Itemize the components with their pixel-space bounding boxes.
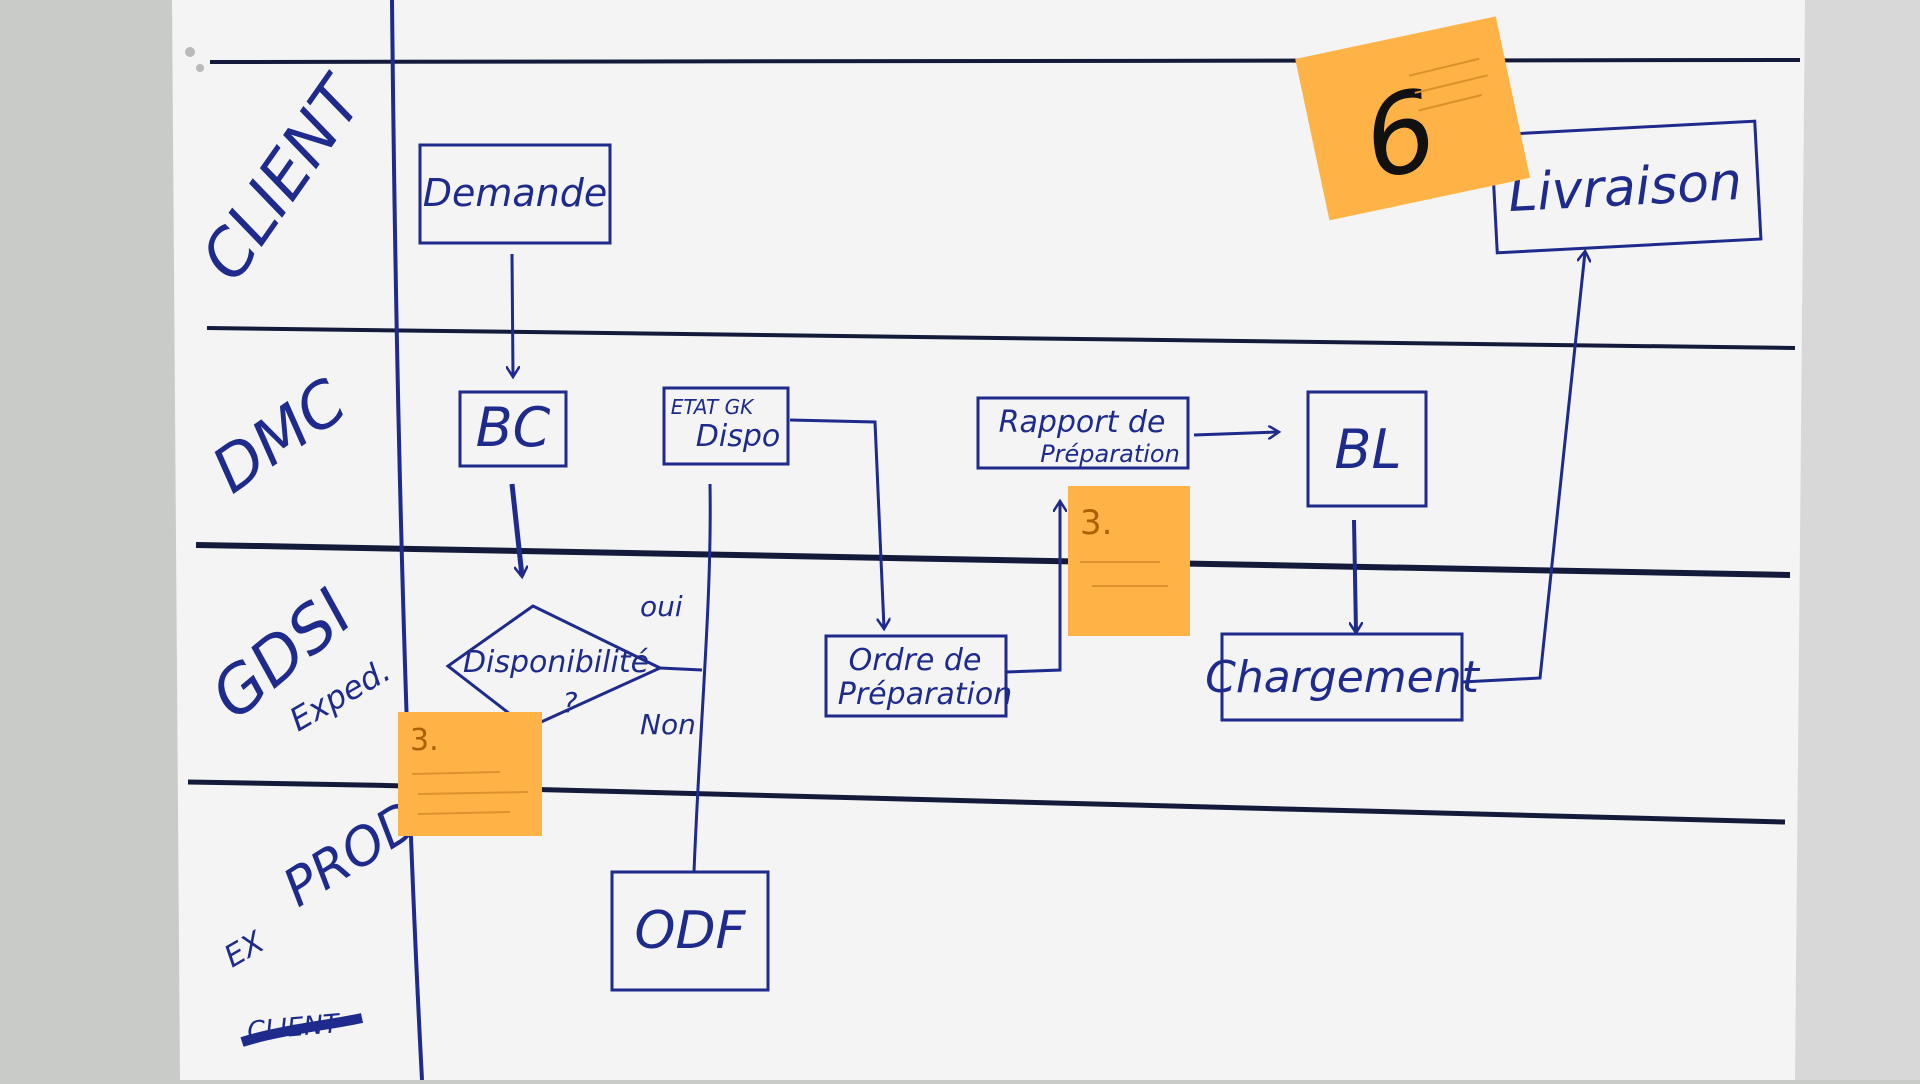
box-odf xyxy=(610,870,770,992)
box-bc-label: BC xyxy=(476,396,551,459)
decision-label-1: Disponibilité xyxy=(463,645,649,680)
box-etat-label-2: Dispo xyxy=(696,419,780,454)
sticky-left-scribble xyxy=(411,771,501,775)
box-etat-dispo xyxy=(662,386,790,466)
box-rapport-preparation xyxy=(976,396,1190,470)
arrow-rapport-bl xyxy=(1193,432,1278,435)
arrow-etat-ordre xyxy=(789,418,884,628)
box-livraison xyxy=(1489,119,1763,255)
box-ordre-label-1: Ordre de xyxy=(849,643,982,678)
box-bl-label: BL xyxy=(1334,418,1401,481)
cross-out-scribble xyxy=(240,1013,364,1047)
header-column-line xyxy=(390,0,424,1081)
decision-label-2: ? xyxy=(563,686,578,719)
lane-line xyxy=(195,542,1791,578)
branch-non-label: Non xyxy=(640,708,696,741)
box-demande-label: Demande xyxy=(423,171,608,215)
arrow-ordre-rapport xyxy=(1005,502,1060,674)
box-odf-label: ODF xyxy=(635,901,747,961)
box-ordre-label-2: Préparation xyxy=(838,677,1013,712)
box-livraison-label: Livraison xyxy=(1507,152,1744,224)
wall-right xyxy=(1780,0,1920,1080)
box-chargement xyxy=(1220,632,1464,722)
sticky-top: 6 xyxy=(1295,16,1531,221)
sticky-left: 3. xyxy=(398,712,542,836)
sticky-middle-number: 3. xyxy=(1080,503,1112,543)
connector-decision-branch xyxy=(659,666,703,672)
box-etat-label-1: ETAT GK xyxy=(671,395,755,419)
arrow-bc-disponibilite xyxy=(509,483,522,576)
box-demande xyxy=(418,143,612,245)
arrow-bl-chargement xyxy=(1354,519,1356,632)
punch-hole xyxy=(196,64,204,72)
lane-line xyxy=(209,58,1801,64)
box-rapport-label-1: Rapport de xyxy=(999,405,1166,440)
sticky-middle: 3. xyxy=(1068,486,1190,636)
sticky-top-scribble xyxy=(1408,57,1480,77)
box-chargement-label: Chargement xyxy=(1205,652,1480,703)
box-bc xyxy=(458,390,568,468)
box-rapport-label-2: Préparation xyxy=(1040,440,1180,468)
arrow-demande-bc xyxy=(512,253,513,376)
sticky-left-scribble xyxy=(417,791,529,795)
sticky-top-paper xyxy=(1295,16,1531,221)
box-bl xyxy=(1306,390,1428,508)
sticky-left-scribble xyxy=(417,811,511,815)
connector-dispo-odf xyxy=(692,483,712,873)
branch-oui-label: oui xyxy=(640,590,683,623)
sticky-top-scribble xyxy=(1414,74,1489,94)
sticky-top-scribble xyxy=(1418,94,1482,112)
box-ordre-preparation xyxy=(824,634,1008,718)
sticky-left-number: 3. xyxy=(410,723,439,758)
punch-hole xyxy=(185,47,195,57)
arrow-chargement-livraison xyxy=(1461,252,1585,684)
